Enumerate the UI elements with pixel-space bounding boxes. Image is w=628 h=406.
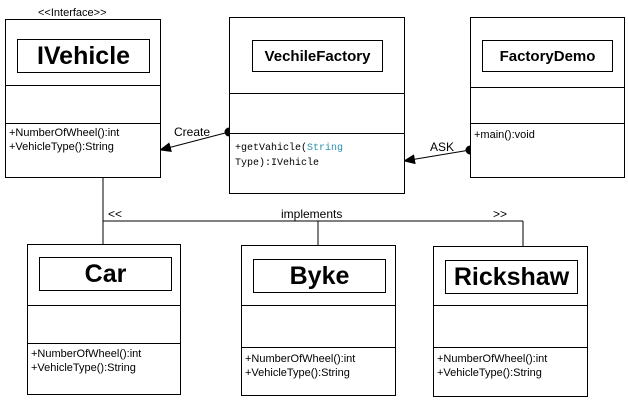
class-byke-ops: +NumberOfWheel():int +VehicleType():Stri… [245, 352, 355, 380]
implements-left-marker: << [108, 207, 123, 221]
class-car-operations [28, 343, 180, 344]
class-car-ops: +NumberOfWheel():int +VehicleType():Stri… [31, 347, 141, 375]
class-vechilefactory: VechileFactory +getVahicle(String Type):… [229, 17, 405, 194]
class-rickshaw-ops: +NumberOfWheel():int +VehicleType():Stri… [437, 352, 547, 380]
class-byke-name: Byke [253, 259, 386, 293]
class-rickshaw: Rickshaw +NumberOfWheel():int +VehicleTy… [433, 246, 588, 397]
class-car-op-1: +NumberOfWheel():int [31, 348, 142, 360]
class-factorydemo-op: +main():void [474, 129, 535, 141]
class-rickshaw-name: Rickshaw [445, 260, 578, 294]
class-car-attributes [28, 305, 180, 306]
class-rickshaw-attributes [434, 305, 587, 306]
class-byke-operations [242, 347, 395, 348]
class-factorydemo-operations [471, 123, 624, 124]
class-ivehicle-attributes [6, 85, 160, 86]
class-ivehicle-name: IVehicle [17, 39, 150, 73]
implements-label: implements [281, 207, 343, 221]
factory-op-prefix: +getVahicle( [235, 143, 308, 154]
class-factorydemo-attributes [471, 87, 624, 88]
class-byke-attributes [242, 305, 395, 306]
create-association-line [159, 131, 230, 153]
class-car-name: Car [39, 257, 172, 291]
class-factorydemo-name: FactoryDemo [482, 40, 613, 72]
class-ivehicle-op-1: +NumberOfWheel():int [9, 127, 120, 139]
class-rickshaw-operations [434, 347, 587, 348]
implements-right-marker: >> [493, 207, 508, 221]
factory-op-suffix: Type):IVehicle [235, 158, 320, 169]
class-factorydemo: FactoryDemo +main():void [470, 17, 625, 178]
class-car-op-2: +VehicleType():String [31, 362, 136, 374]
class-ivehicle: IVehicle +NumberOfWheel():int +VehicleTy… [5, 19, 161, 178]
class-car: Car +NumberOfWheel():int +VehicleType():… [27, 244, 181, 395]
class-rickshaw-op-1: +NumberOfWheel():int [437, 353, 548, 365]
create-label: Create [174, 125, 211, 139]
interface-stereotype: <<Interface>> [38, 7, 107, 19]
class-rickshaw-op-2: +VehicleType():String [437, 367, 542, 379]
class-vechilefactory-op: +getVahicle(String Type):IVehicle [235, 141, 343, 171]
class-vechilefactory-operations [230, 133, 404, 134]
class-vechilefactory-attributes [230, 93, 404, 94]
class-byke-op-2: +VehicleType():String [245, 367, 350, 379]
factory-op-param-type: String [307, 143, 344, 154]
class-ivehicle-operations [6, 123, 160, 124]
ask-association-line [403, 149, 471, 165]
ask-label: ASK [430, 140, 455, 154]
class-byke: Byke +NumberOfWheel():int +VehicleType()… [241, 245, 396, 396]
class-vechilefactory-name: VechileFactory [252, 40, 383, 72]
class-byke-op-1: +NumberOfWheel():int [245, 353, 356, 365]
class-ivehicle-ops: +NumberOfWheel():int +VehicleType():Stri… [9, 126, 119, 154]
class-ivehicle-op-2: +VehicleType():String [9, 141, 114, 153]
